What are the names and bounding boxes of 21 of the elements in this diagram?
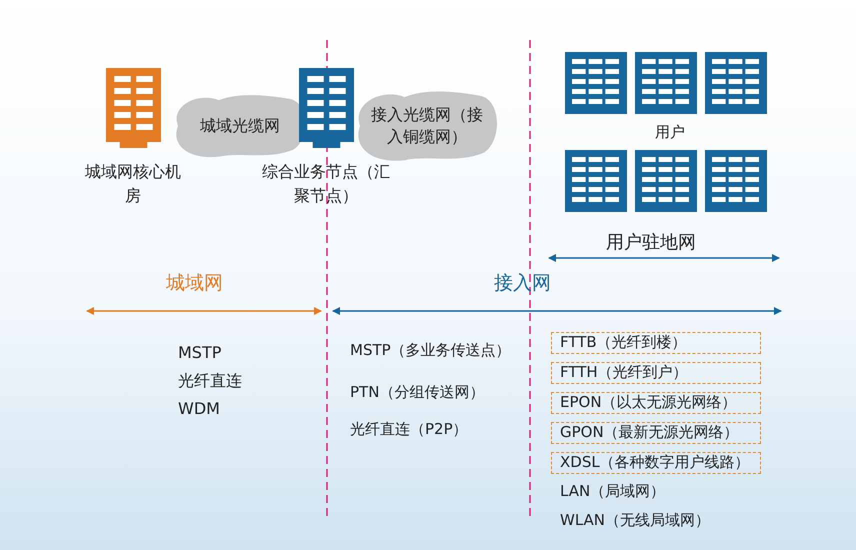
technology-box: FTTH（光纤到户） [551,362,761,384]
zone-label: 用户驻地网 [606,231,696,254]
technology-label: MSTP [178,343,222,362]
technology-box: EPON（以太无源光网络） [551,392,761,414]
technology-label: 光纤直连 [178,371,242,392]
zone-label: 接入网 [494,271,551,296]
network-label: 接入光缆网（接入铜缆网） [370,104,484,148]
technology-box: XDSL（各种数字用户线路） [551,452,761,474]
technology-box: FTTB（光纤到楼） [551,332,761,354]
technology-label: MSTP（多业务传送点） [350,341,511,360]
node-caption: 用户 [654,122,686,142]
technology-label: WLAN（无线局域网） [560,511,710,530]
technology-label: 光纤直连（P2P） [350,420,468,439]
technology-label: WDM [178,399,220,418]
zone-label: 城域网 [166,271,223,296]
technology-label: PTN（分组传送网） [350,383,484,402]
technology-label: LAN（局域网） [560,482,666,501]
technology-box: GPON（最新无源光网络） [551,422,761,444]
node-caption: 综合业务节点（汇聚节点） [262,161,390,207]
node-caption: 城域网核心机房 [84,161,182,207]
network-label: 城域光缆网 [199,115,281,137]
